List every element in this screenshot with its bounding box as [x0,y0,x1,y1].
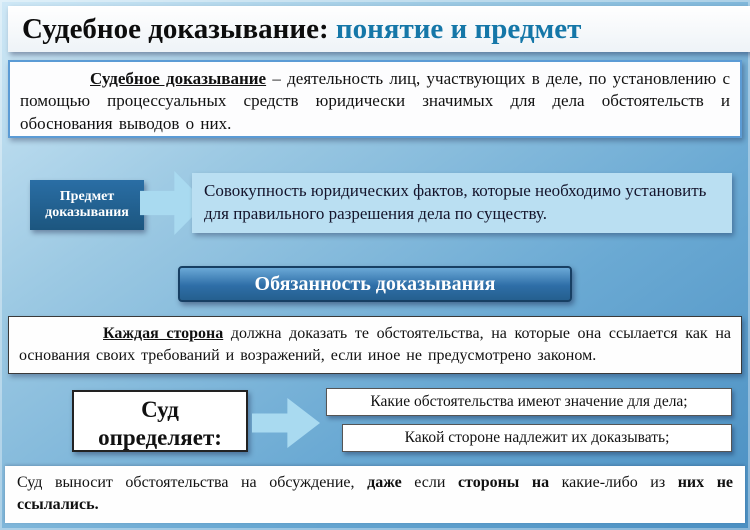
court-label-line1: Суд [141,397,179,422]
court-item-2: Какой стороне надлежит их доказывать; [404,429,670,446]
subject-description: Совокупность юридических фактов, которые… [204,181,707,223]
footer-seg: какие-либо из [549,474,678,491]
definition-rest: – деятельность лиц, участвующих в деле, … [20,69,730,133]
footer-seg: если [401,474,458,491]
page-title: Судебное доказывание: [22,13,329,45]
footer-seg-bold: даже [367,474,402,491]
duty-term: Каждая сторона [103,325,224,342]
duty-text: Каждая сторона должна доказать те обстоя… [19,323,731,368]
footer-seg: Суд выносит обстоятельства на обсуждение… [17,474,368,491]
duty-box: Каждая сторона должна доказать те обстоя… [8,316,742,374]
subject-label-box: Предмет доказывания [30,180,144,230]
title-bar: Судебное доказывание: понятие и предмет [8,6,750,52]
footer-seg-bold: стороны на [457,474,550,491]
definition-term: Судебное доказывание [90,69,267,88]
arrow-right-icon [252,398,320,448]
page-title-accent: понятие и предмет [328,13,582,45]
duty-header-bar: Обязанность доказывания [178,266,572,302]
court-item-box: Какой стороне надлежит их доказывать; [342,424,732,452]
footer-box: Суд выносит обстоятельства на обсуждение… [5,466,745,523]
duty-rest: должна доказать те обстоятельства, на ко… [19,325,732,365]
footer-text: Суд выносит обстоятельства на обсуждение… [17,472,733,515]
subject-label: Предмет доказывания [45,189,129,220]
footer-seg-bold: них не ссылались. [17,474,734,513]
duty-header-label: Обязанность доказывания [254,272,496,295]
definition-text: Судебное доказывание – деятельность лиц,… [20,68,730,135]
subject-description-box: Совокупность юридических фактов, которые… [192,173,732,233]
court-label-line2: определяет: [98,424,222,450]
court-label-box: Суд определяет: [72,390,248,452]
court-item-box: Какие обстоятельства имеют значение для … [326,388,732,416]
definition-box: Судебное доказывание – деятельность лиц,… [8,60,742,138]
court-item-1: Какие обстоятельства имеют значение для … [370,393,688,410]
